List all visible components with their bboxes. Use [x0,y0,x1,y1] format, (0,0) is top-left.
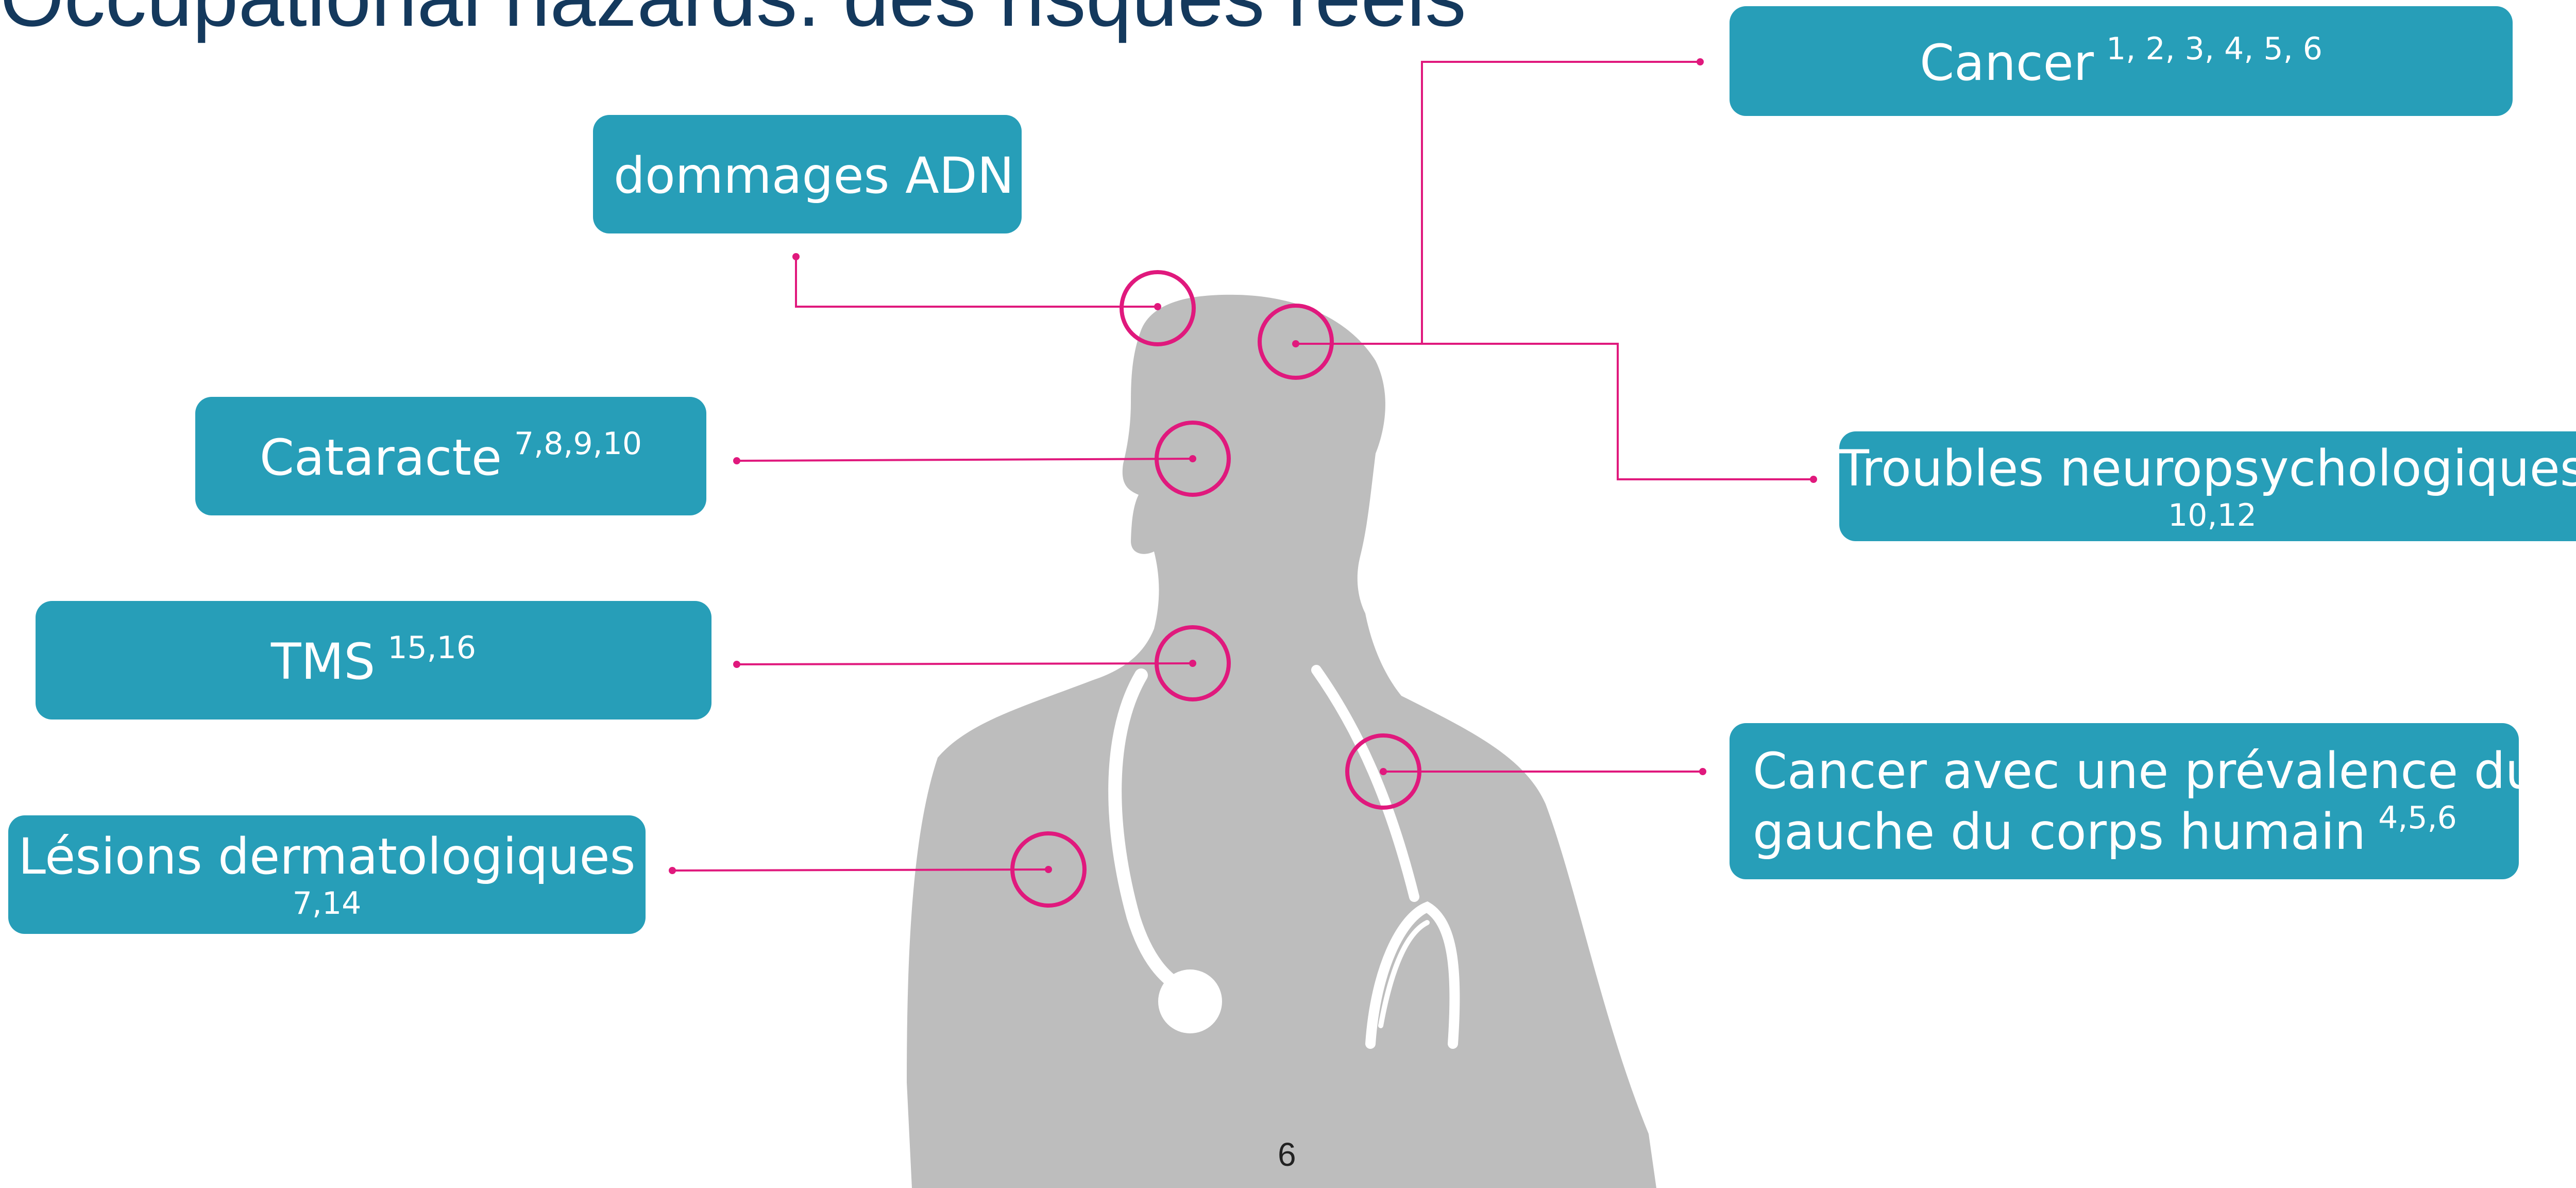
risk-label: Cancer [1920,34,2094,92]
risk-box-tms: TMS 15,16 [36,601,711,720]
risk-label-line2: gauche du corps humain [1753,803,2366,861]
risk-refs: 4,5,6 [2378,800,2457,836]
risk-box-cancer: Cancer 1, 2, 3, 4, 5, 6 [1730,6,2513,116]
connector-cancer [1422,62,1700,344]
connector-tms [737,663,1193,664]
stethoscope-chestpiece-icon [1158,969,1222,1033]
risk-box-cataract: Cataracte 7,8,9,10 [195,397,706,515]
connector-skin [672,869,1048,871]
connector-dna [796,257,1158,307]
risk-refs: 10,12 [2168,497,2257,533]
risk-label: Troubles neuropsychologiques [1839,440,2576,497]
page-number: 6 [1278,1138,1296,1171]
risk-label: Cataracte [260,429,502,487]
risk-refs: 1, 2, 3, 4, 5, 6 [2106,31,2323,67]
risk-label-line1: Cancer avec une prévalence du côté [1753,742,2519,800]
risk-refs: 15,16 [387,630,476,666]
risk-label: TMS [271,633,375,691]
risk-box-left-side-cancer: Cancer avec une prévalence du côté gauch… [1730,723,2519,879]
doctor-silhouette-icon [907,295,1656,1188]
risk-box-neuro: Troubles neuropsychologiques 10,12 [1839,431,2576,541]
risk-refs: 7,14 [293,885,362,922]
risk-box-dna: dommages ADN11 [593,115,1022,233]
risk-label: Lésions dermatologiques [18,828,635,885]
risk-refs: 7,8,9,10 [514,426,642,462]
risk-box-skin: Lésions dermatologiques 7,14 [8,815,646,934]
risk-label: dommages ADN [614,147,1014,205]
